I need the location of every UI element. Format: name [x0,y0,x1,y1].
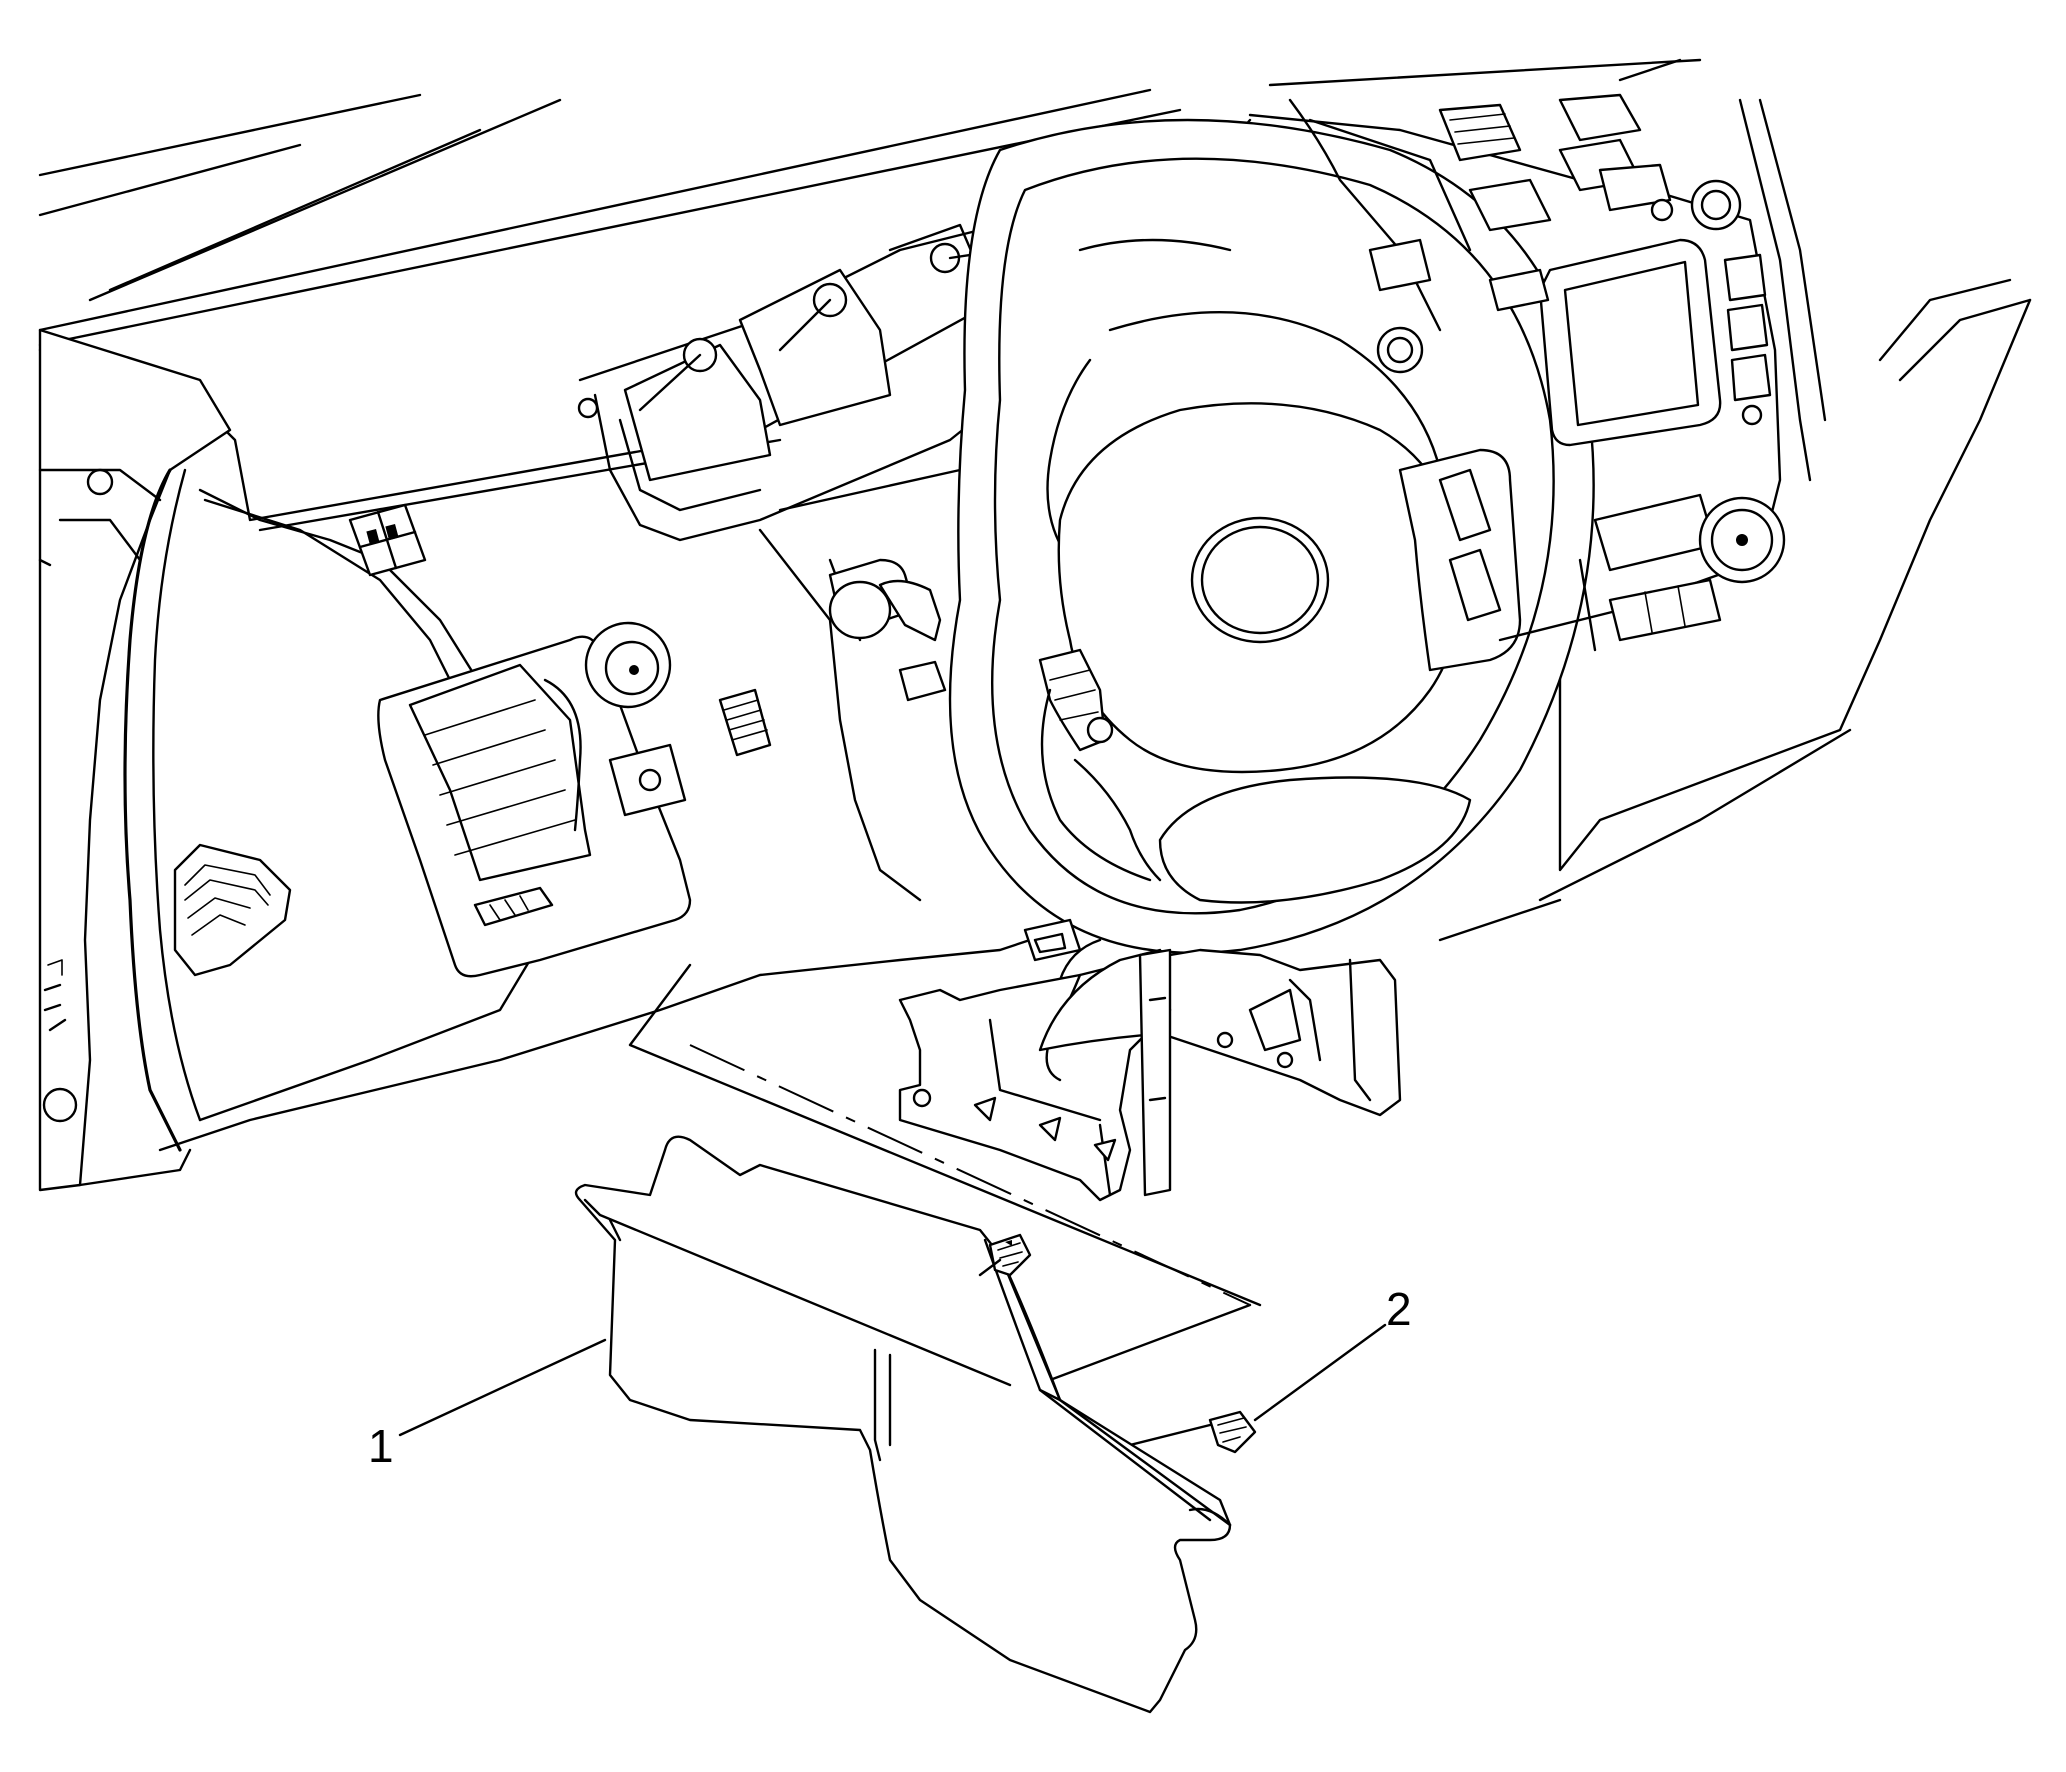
leader-1 [398,1338,607,1437]
left-end-panel [38,328,232,1192]
callout-2-label: 2 [1386,1283,1412,1335]
windshield-lines [38,58,1702,347]
steering-column [758,468,962,902]
instrument-cluster [577,223,1012,542]
center-stack [1248,93,1786,652]
knee-bolster-panel [574,1135,1232,1714]
steering-support-bracket [898,948,1402,1202]
center-vent-panel [348,503,772,978]
fastener-clips [978,1233,1257,1454]
callout-1-label: 1 [368,1420,394,1472]
leader-2 [1253,1323,1387,1422]
callout-leaders [398,1323,1387,1437]
steering-wheel [948,118,1595,1072]
